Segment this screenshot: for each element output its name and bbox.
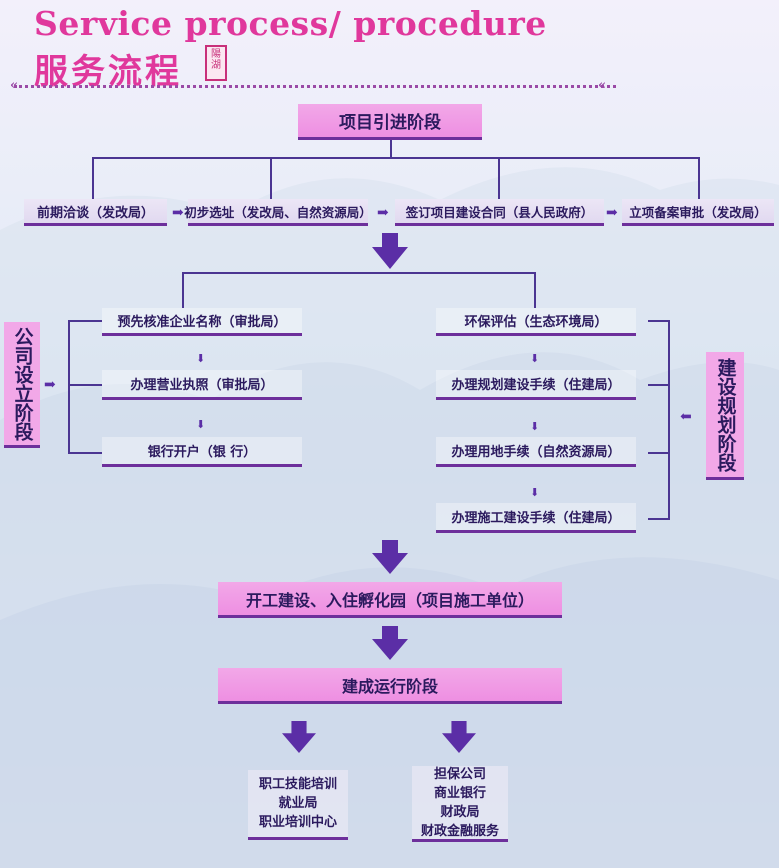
step-land-procedures: 办理用地手续（自然资源局） bbox=[436, 437, 636, 467]
step-environmental-assessment: 环保评估（生态环境局） bbox=[436, 308, 636, 336]
step-preliminary-negotiation: 前期洽谈（发改局） bbox=[24, 199, 167, 226]
down-arrow-icon bbox=[372, 626, 408, 660]
seal-stamp: 陽湖 bbox=[205, 45, 227, 81]
arrow-down-icon: ⬇ bbox=[530, 486, 540, 499]
connector-line bbox=[648, 320, 670, 322]
stage-construction-planning: 建设规划阶段 bbox=[706, 352, 744, 480]
connector-line bbox=[92, 157, 700, 159]
arrow-left-icon: ⬅ bbox=[680, 409, 692, 425]
connector-line bbox=[498, 157, 500, 199]
connector-line bbox=[68, 320, 70, 454]
connector-line bbox=[68, 452, 102, 454]
connector-line bbox=[270, 157, 272, 199]
arrow-down-icon: ⬇ bbox=[196, 352, 206, 365]
support-financial-services: 担保公司 商业银行 财政局 财政金融服务 bbox=[412, 766, 508, 842]
connector-line bbox=[68, 320, 102, 322]
arrow-right-icon: ➡ bbox=[172, 205, 184, 221]
support-item: 担保公司 bbox=[433, 766, 486, 782]
connector-line bbox=[534, 272, 536, 308]
connector-line bbox=[648, 452, 670, 454]
support-employment-training: 职工技能培训 就业局 职业培训中心 bbox=[248, 770, 348, 840]
title-divider bbox=[14, 85, 616, 88]
step-site-selection: 初步选址（发改局、自然资源局） bbox=[184, 199, 372, 226]
arrow-right-icon: ➡ bbox=[44, 377, 56, 393]
down-arrow-icon bbox=[372, 540, 408, 574]
connector-line bbox=[92, 157, 94, 199]
step-sign-contract: 签订项目建设合同（县人民政府） bbox=[395, 199, 604, 226]
support-item: 职工技能培训 bbox=[258, 777, 337, 792]
support-item: 商业银行 bbox=[433, 785, 486, 801]
connector-line bbox=[668, 320, 670, 520]
step-business-license: 办理营业执照（审批局） bbox=[102, 370, 302, 400]
support-item: 财政局 bbox=[440, 804, 480, 820]
connector-line bbox=[68, 384, 102, 386]
support-item: 财政金融服务 bbox=[420, 823, 499, 839]
step-project-filing: 立项备案审批（发改局） bbox=[622, 199, 774, 226]
connector-line bbox=[182, 272, 184, 308]
arrow-down-icon: ⬇ bbox=[196, 418, 206, 431]
page-title-english: Service process/ procedure bbox=[34, 4, 547, 43]
step-construction-procedures: 办理施工建设手续（住建局） bbox=[436, 503, 636, 533]
connector-line bbox=[182, 272, 536, 274]
down-arrow-icon bbox=[372, 233, 408, 269]
down-arrow-icon bbox=[442, 720, 476, 754]
arrow-down-icon: ⬇ bbox=[530, 352, 540, 365]
connector-line bbox=[390, 140, 392, 158]
connector-line bbox=[648, 384, 670, 386]
step-bank-account: 银行开户（银 行） bbox=[102, 437, 302, 467]
stage-project-introduction: 项目引进阶段 bbox=[298, 104, 482, 140]
stage-company-establishment: 公司设立阶段 bbox=[4, 322, 40, 448]
step-planning-procedures: 办理规划建设手续（住建局） bbox=[436, 370, 636, 400]
connector-line bbox=[698, 157, 700, 199]
connector-line bbox=[648, 518, 670, 520]
support-item: 职业培训中心 bbox=[258, 815, 337, 830]
stage-operation: 建成运行阶段 bbox=[218, 668, 562, 704]
arrow-right-icon: ➡ bbox=[377, 205, 389, 221]
divider-arrow-right-icon: « bbox=[598, 78, 607, 93]
down-arrow-icon bbox=[282, 720, 316, 754]
support-item: 就业局 bbox=[278, 796, 318, 811]
arrow-right-icon: ➡ bbox=[606, 205, 618, 221]
stage-construction-incubation: 开工建设、入住孵化园（项目施工单位） bbox=[218, 582, 562, 618]
step-name-approval: 预先核准企业名称（审批局） bbox=[102, 308, 302, 336]
arrow-down-icon: ⬇ bbox=[530, 420, 540, 433]
divider-arrow-left-icon: « bbox=[10, 78, 19, 93]
